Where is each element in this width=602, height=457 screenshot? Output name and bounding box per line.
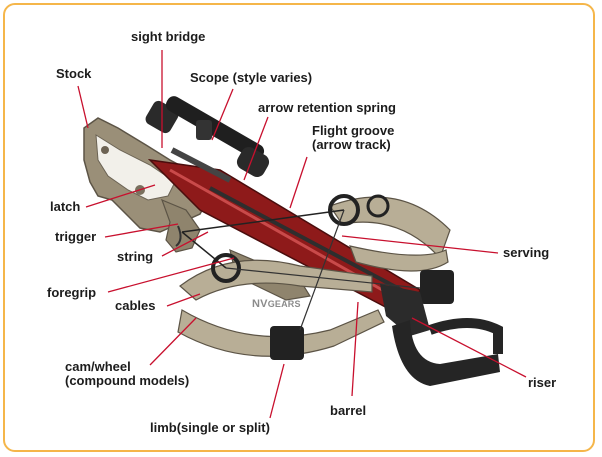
label-riser: riser: [528, 375, 557, 390]
label-arrow-retention-spring: arrow retention spring: [258, 100, 396, 115]
leader-lines: [77, 50, 527, 419]
label-cam-wheel: cam/wheel: [65, 359, 131, 374]
watermark: NVGEARS: [252, 298, 301, 310]
label-scope: Scope (style varies): [190, 70, 313, 85]
label-string: string: [117, 249, 154, 264]
label-trigger: trigger: [55, 229, 97, 244]
scope-shape: [145, 96, 270, 183]
label-flight-groove: Flight groove: [312, 123, 395, 138]
label-barrel: barrel: [330, 403, 367, 418]
label-latch: latch: [50, 199, 81, 214]
label-cam-wheel-sub: (compound models): [65, 373, 190, 388]
riser-shape: [380, 284, 503, 386]
label-foregrip: foregrip: [47, 285, 97, 300]
cams-shape: [211, 194, 454, 360]
label-flight-groove-sub: (arrow track): [312, 137, 391, 152]
limbs-shape: [177, 196, 451, 357]
label-sight-bridge: sight bridge: [131, 29, 206, 44]
label-cables: cables: [115, 298, 156, 313]
label-limb: limb(single or split): [150, 420, 270, 435]
label-serving: serving: [503, 245, 550, 260]
label-stock: Stock: [56, 66, 92, 81]
string-shape: [181, 209, 421, 331]
